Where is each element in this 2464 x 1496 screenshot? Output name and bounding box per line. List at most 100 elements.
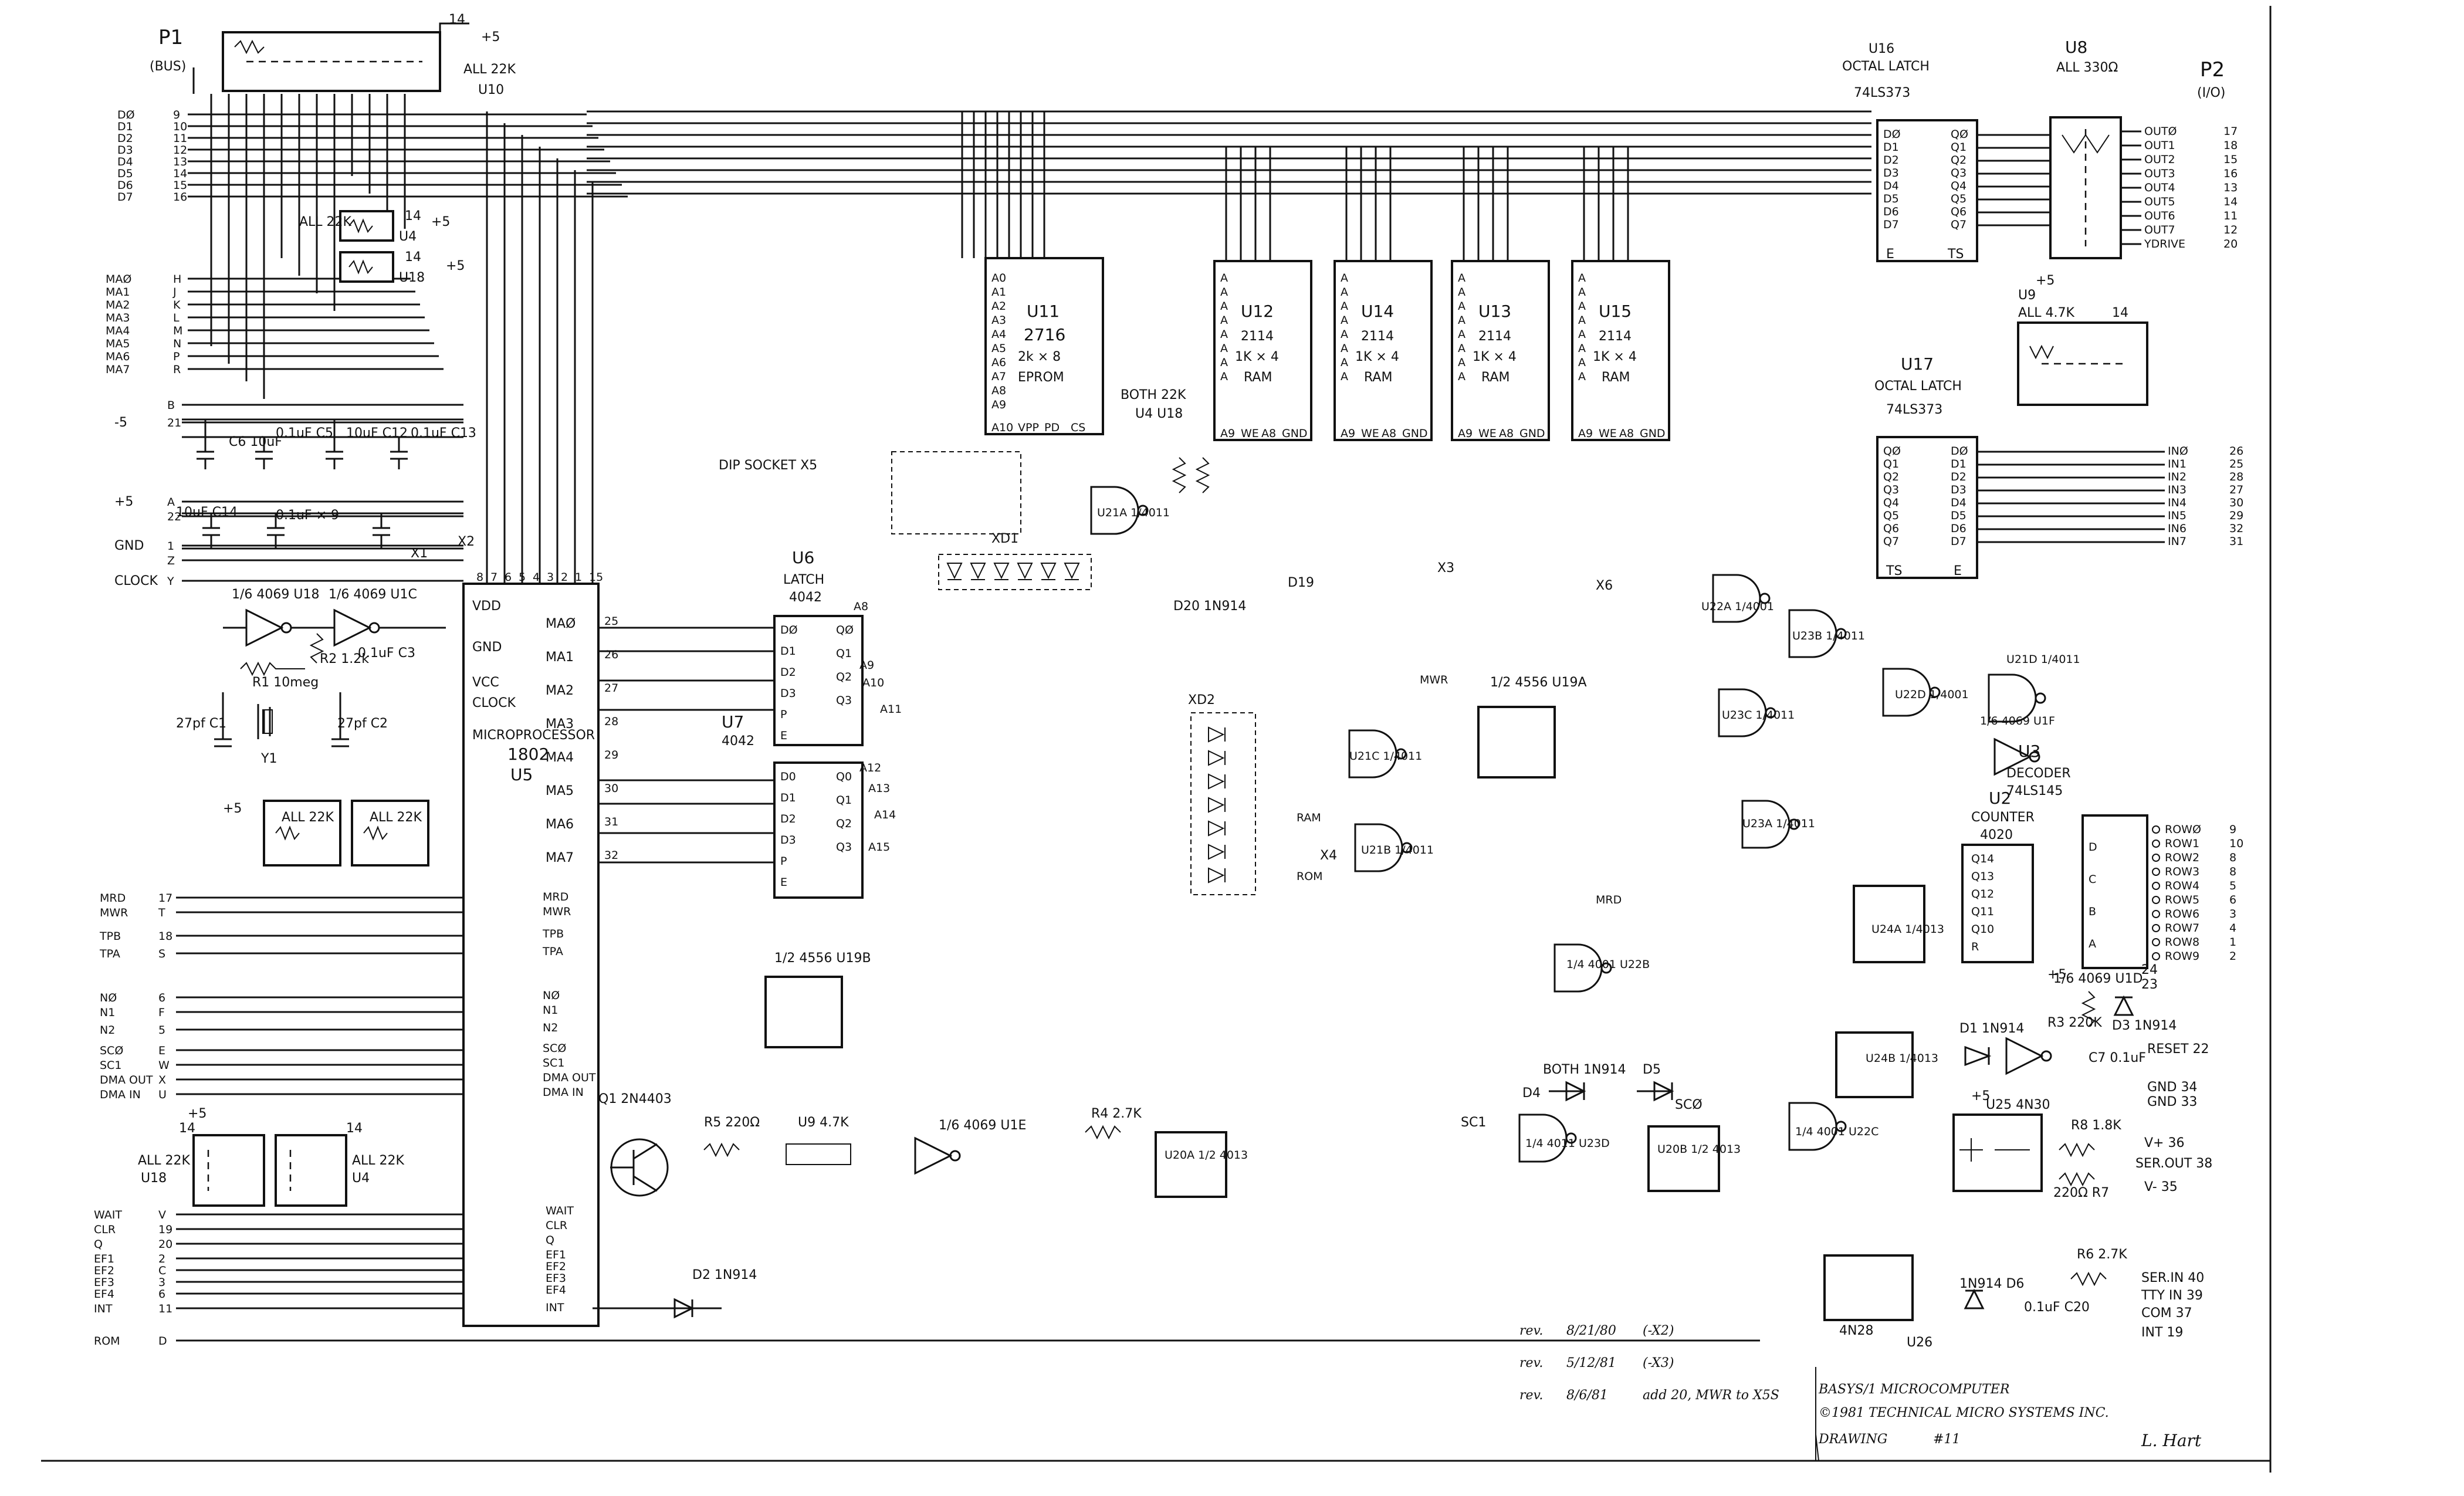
latch-u6-input: D1 xyxy=(780,645,796,658)
ram-part: 2114 xyxy=(1241,329,1274,344)
svg-text:0.1uF × 9: 0.1uF × 9 xyxy=(276,508,339,523)
diode xyxy=(1208,867,1226,884)
eprom-address-pin: A7 xyxy=(991,370,1006,383)
ram-desc: 1K × 4 xyxy=(1235,350,1279,364)
ram-control-pin: A8 xyxy=(1261,427,1276,440)
bus-control-pin: W xyxy=(158,1059,170,1072)
gate-bubble xyxy=(1929,686,1941,698)
svg-text:+5: +5 xyxy=(481,30,500,45)
svg-text:4042: 4042 xyxy=(722,734,754,749)
ram-control-pin: A9 xyxy=(1578,427,1593,440)
cpu-control-pin: TPA xyxy=(542,945,563,958)
p2-output-label: OUT4 xyxy=(2144,181,2175,194)
p2-input-pin: 26 xyxy=(2229,445,2243,458)
bus-data-pin: 9 xyxy=(173,109,180,121)
bus-control-pin: S xyxy=(158,947,165,960)
p2-output-pin: 15 xyxy=(2223,153,2238,166)
revision-tag: rev. xyxy=(1519,1388,1543,1403)
diode xyxy=(1208,797,1226,813)
decoder-output-bubble xyxy=(2152,952,2160,960)
bus-control-pin: 11 xyxy=(158,1302,172,1315)
svg-text:SC1: SC1 xyxy=(1461,1115,1486,1130)
decoder-row-label: ROW6 xyxy=(2165,908,2199,920)
svg-text:14: 14 xyxy=(405,250,421,265)
u16-d-pin: D3 xyxy=(1883,167,1899,180)
svg-text:10uF C14: 10uF C14 xyxy=(176,505,238,520)
cpu-pin-label: VCC xyxy=(472,675,499,690)
bus-control-pin: T xyxy=(158,906,165,919)
p2-output-pin: 18 xyxy=(2223,139,2238,152)
output-latch-u16: U16 OCTAL LATCH 74LS373 DØD1D2D3D4D5D6D7… xyxy=(1842,42,2050,262)
bus-address-line-label: MAØ xyxy=(106,273,131,286)
ram-address-pin: A xyxy=(1220,272,1228,285)
bus-control-pin: 20 xyxy=(158,1238,172,1251)
bus-control-label: MRD xyxy=(100,892,126,905)
gate-bubble xyxy=(1395,748,1407,760)
decoder-row-pin: 8 xyxy=(2229,851,2236,864)
u17-q-pin: Q2 xyxy=(1883,471,1899,483)
flip-flop-body xyxy=(1853,885,1925,963)
memory-signal-label: MWR xyxy=(1420,673,1448,686)
decoder-row-pin: 8 xyxy=(2229,865,2236,878)
ram-address-pin: A xyxy=(1578,314,1586,327)
u17-q-pin: Q1 xyxy=(1883,458,1899,471)
p2-output-label: OUT7 xyxy=(2144,224,2175,236)
p2-input-label: IN4 xyxy=(2168,496,2187,509)
svg-text:14: 14 xyxy=(405,209,421,224)
revision-note: (-X2) xyxy=(1643,1324,1674,1338)
svg-text:ALL 4.7K: ALL 4.7K xyxy=(2018,306,2075,320)
eprom-address-pin: A4 xyxy=(991,328,1006,341)
ram-type: RAM xyxy=(1364,370,1392,385)
ram-control-pin: A9 xyxy=(1341,427,1355,440)
nand-gate: U21C 1/4011 xyxy=(1348,729,1422,779)
nand-gate: U23C 1/4011 xyxy=(1718,688,1795,737)
bus-data-line-label: D4 xyxy=(117,155,133,168)
decoder-input: D xyxy=(2089,841,2097,854)
q1-driver: Q1 2N4403 R5 220Ω U9 4.7K 1/6 4069 U1E xyxy=(598,1092,1026,1197)
svg-text:ALL 22K: ALL 22K xyxy=(352,1153,405,1168)
svg-text:X3: X3 xyxy=(1437,561,1454,576)
p2-output-pin: 20 xyxy=(2223,238,2238,251)
svg-text:R8 1.8K: R8 1.8K xyxy=(2071,1118,2121,1133)
gate-label: 1/4 4001 U22B xyxy=(1566,958,1650,971)
bus-data-line-label: D3 xyxy=(117,144,133,157)
svg-text:0.1uF C13: 0.1uF C13 xyxy=(411,426,476,441)
cpu-data-bus xyxy=(486,111,594,584)
svg-text:BOTH 1N914: BOTH 1N914 xyxy=(1543,1062,1626,1077)
memory-signal-label: A15 xyxy=(868,841,890,854)
ram-control-pin: WE xyxy=(1599,427,1617,440)
ram-address-pin: A xyxy=(1341,342,1348,355)
bus-power-label: +5 xyxy=(114,495,133,509)
svg-text:#11: #11 xyxy=(1933,1432,1960,1447)
svg-text:©1981 TECHNICAL MICRO SYSTE: ©1981 TECHNICAL MICRO SYSTEMS INC. xyxy=(1819,1406,2109,1420)
eprom-address-pin: A2 xyxy=(991,300,1006,313)
svg-text:X1: X1 xyxy=(411,546,428,561)
p2-input-pin: 32 xyxy=(2229,522,2243,535)
bus-control-label: EF2 xyxy=(94,1264,114,1277)
u17-d-pin: DØ xyxy=(1951,445,1968,458)
p2-output-label: OUT3 xyxy=(2144,167,2175,180)
cpu-top-pin-number: 2 xyxy=(561,571,568,584)
nand-gate: U21B 1/4011 xyxy=(1354,823,1434,872)
ram-address-pin: A xyxy=(1220,328,1228,341)
bus-address-line-label: MA7 xyxy=(106,363,130,376)
diode xyxy=(970,563,986,580)
flip-flop-label: U24B 1/4013 xyxy=(1866,1052,1938,1065)
ram-chip-body xyxy=(1451,260,1550,441)
bus-data-line-label: D2 xyxy=(117,132,133,145)
cpu-top-pin-number: 6 xyxy=(505,571,512,584)
ram-control-pin: A9 xyxy=(1458,427,1473,440)
u16-d-pin: D2 xyxy=(1883,154,1899,167)
bus-control-label: EF4 xyxy=(94,1288,114,1301)
flip-flop: U24B 1/4013 xyxy=(1835,1031,1938,1098)
svg-text:OCTAL LATCH: OCTAL LATCH xyxy=(1874,379,1962,394)
svg-text:RESET 22: RESET 22 xyxy=(2147,1042,2209,1057)
ram-address-pin: A xyxy=(1341,370,1348,383)
u17-d-pin: D4 xyxy=(1951,496,1967,509)
ram-address-pin: A xyxy=(1458,370,1465,383)
svg-text:R4 2.7K: R4 2.7K xyxy=(1091,1106,1142,1121)
